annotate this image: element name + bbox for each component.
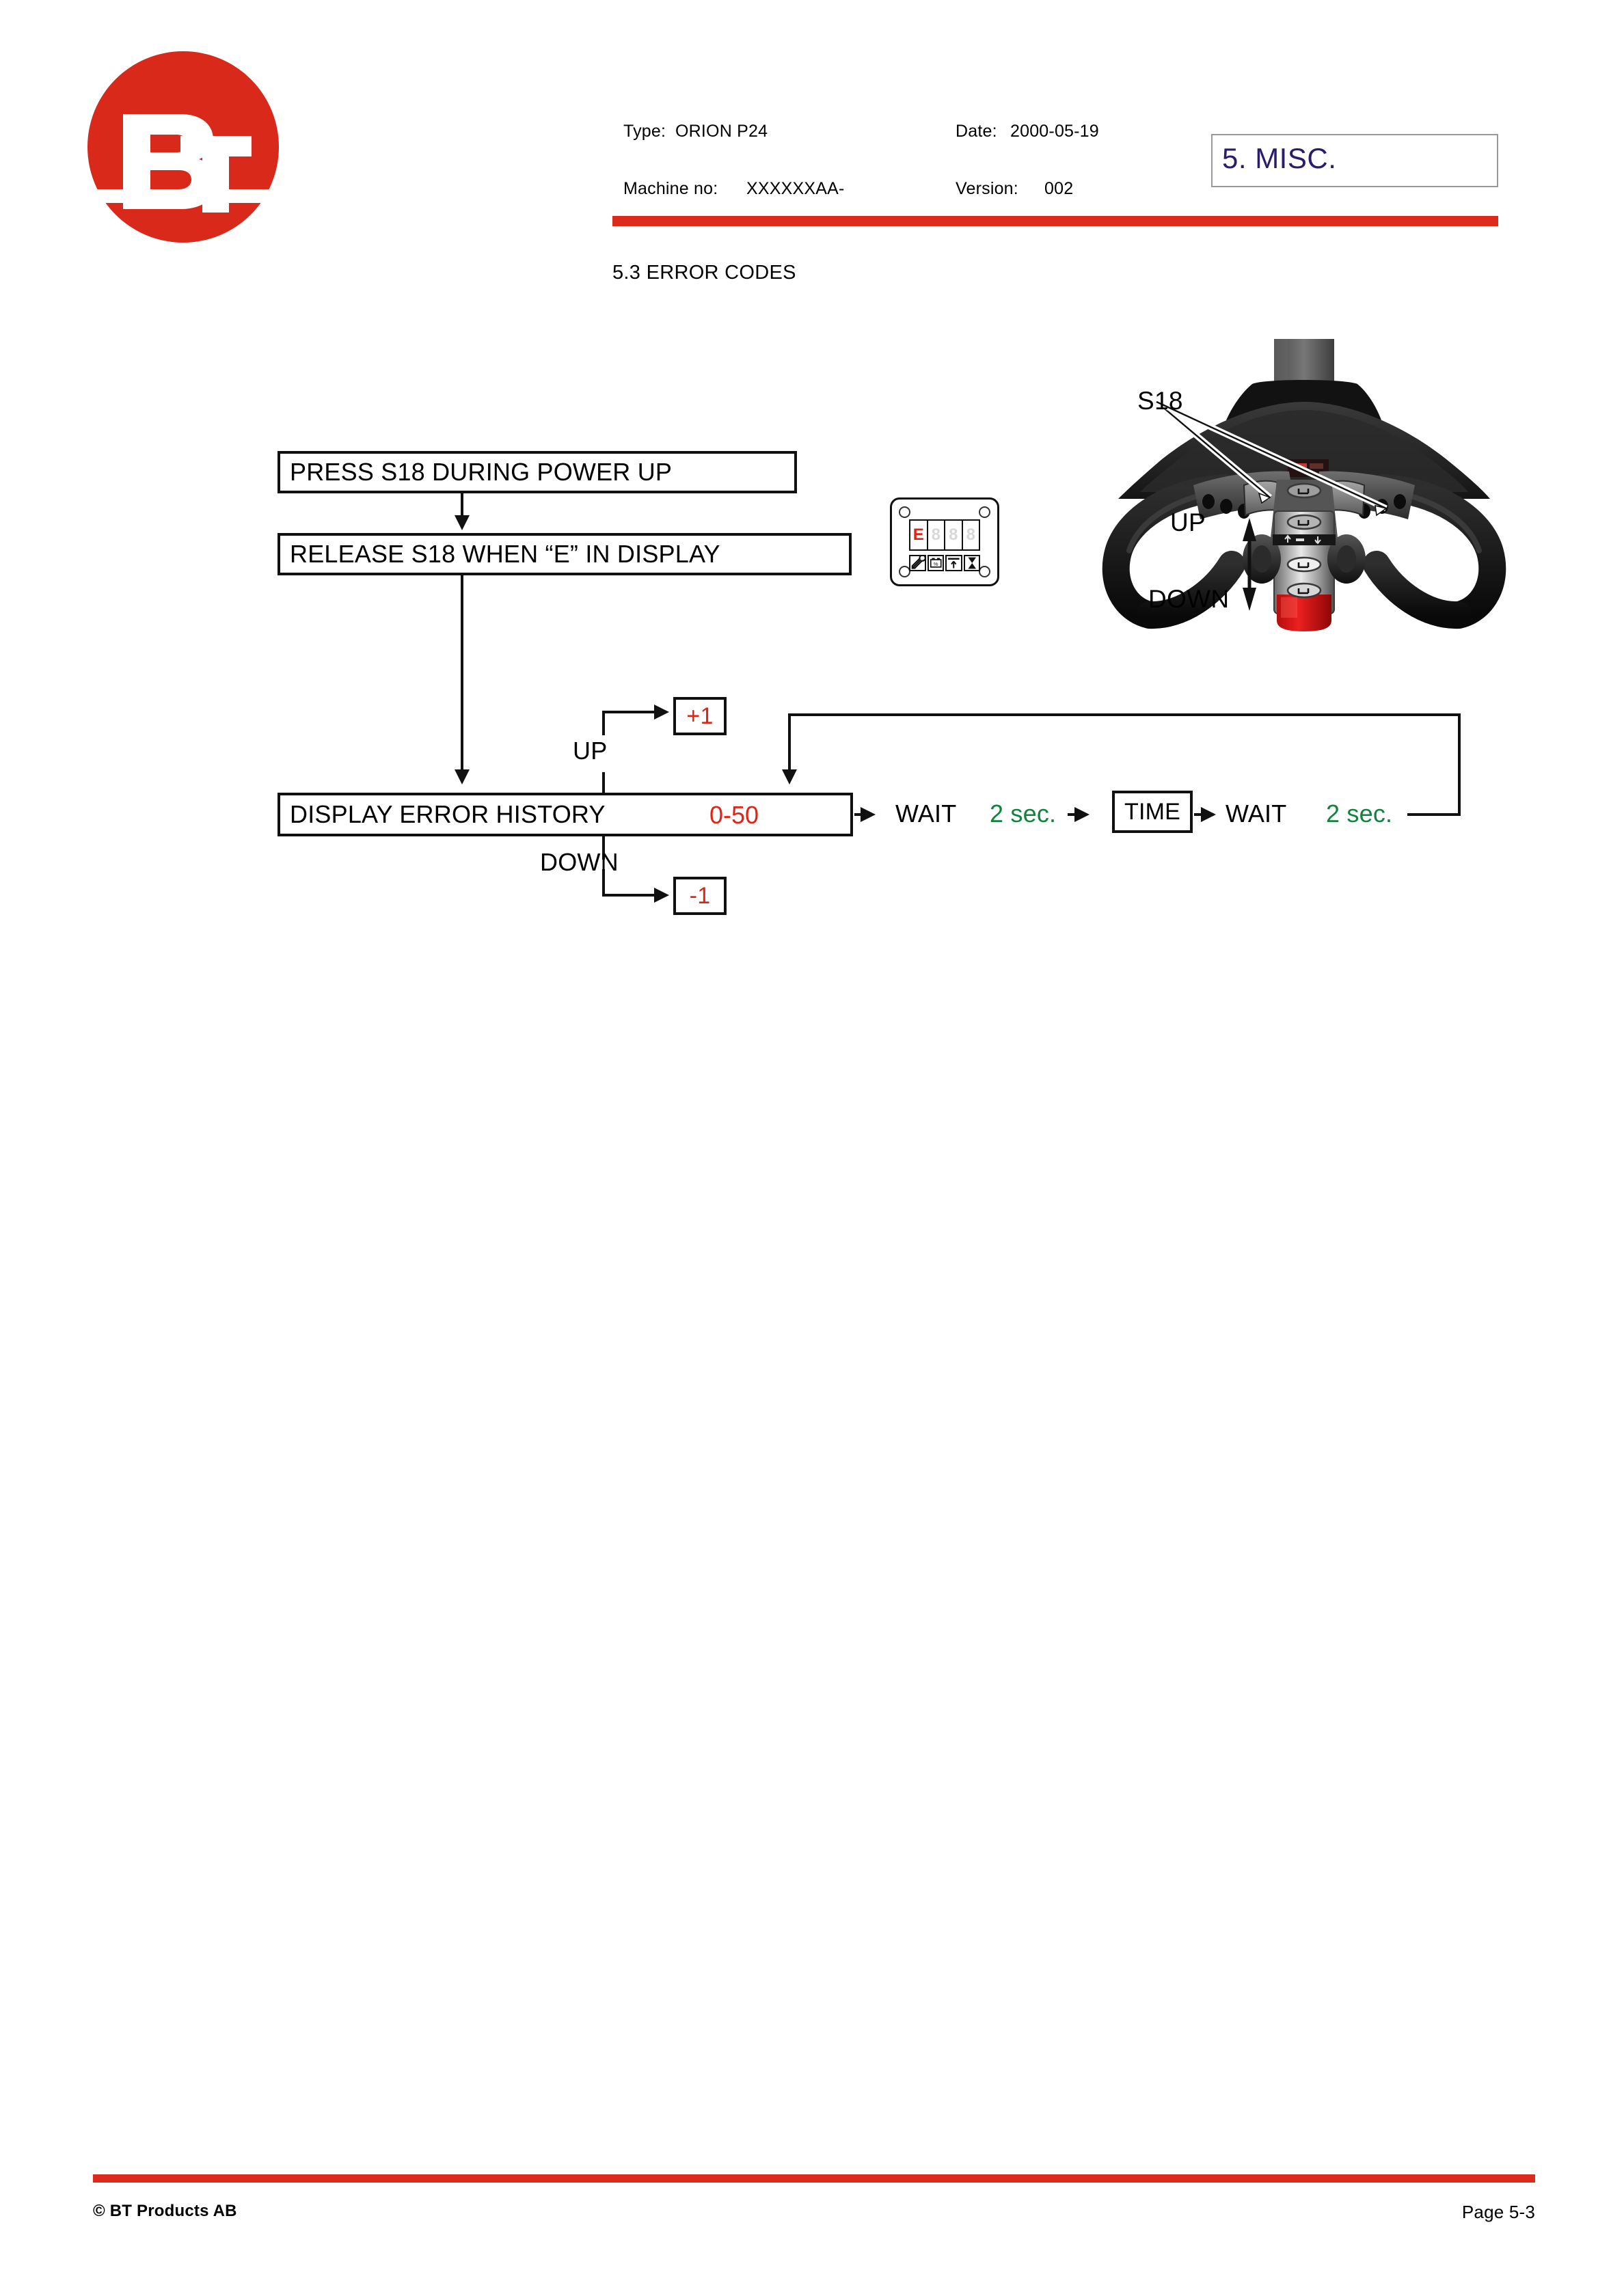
connector-press-to-release-arrowhead	[455, 515, 470, 530]
loop-return-vertical	[788, 713, 791, 772]
loop-return-right-vertical	[1458, 713, 1461, 816]
decrement-box-label: -1	[689, 882, 711, 909]
down-branch-arrowhead	[654, 888, 669, 903]
up-down-arrow-icon	[1243, 518, 1256, 611]
up-branch-horizontal	[602, 711, 657, 713]
loop-return-tail	[1407, 813, 1461, 816]
arrow-wait1-to-time	[1074, 807, 1090, 822]
up-branch-stub-lower	[602, 772, 605, 794]
panel-digit-row: E 8 8 8	[909, 519, 980, 551]
svg-text:%: %	[933, 561, 938, 567]
flow-step-display-error-history-label: DISPLAY ERROR HISTORY	[290, 800, 606, 828]
panel-screw-icon	[979, 566, 990, 577]
down-branch-stub-lower	[602, 869, 605, 897]
wait-1-label: WAIT	[895, 800, 957, 828]
arrow-time-to-wait2-shaft	[1194, 813, 1204, 816]
tiller-head-illustration	[1091, 339, 1517, 633]
time-box: TIME	[1112, 791, 1193, 833]
wait-1-duration: 2 sec.	[990, 800, 1057, 828]
increment-box-label: +1	[686, 702, 714, 729]
hourglass-icon	[963, 555, 980, 571]
display-panel-graphic: E 8 8 8 %	[890, 497, 999, 586]
arrow-time-to-wait2	[1201, 807, 1216, 822]
flow-step-release-s18-label: RELEASE S18 WHEN “E” IN DISPLAY	[290, 540, 720, 568]
version-value: 002	[1044, 179, 1074, 198]
panel-digit-4: 8	[966, 525, 975, 544]
panel-digit-3: 8	[945, 521, 963, 549]
flow-step-press-s18-label: PRESS S18 DURING POWER UP	[290, 458, 673, 486]
connector-release-to-history	[461, 575, 463, 772]
flow-step-display-error-history: DISPLAY ERROR HISTORY	[278, 793, 853, 836]
machine-no-value: XXXXXXAA-	[746, 179, 845, 198]
down-branch-stub-upper	[602, 836, 605, 860]
tiller-down-label: DOWN	[1148, 585, 1230, 613]
arrow-history-to-wait1-shaft	[854, 813, 864, 816]
section-title: 5. MISC.	[1222, 142, 1337, 174]
loop-return-arrowhead	[782, 769, 797, 784]
panel-screw-icon	[899, 566, 910, 577]
arrow-wait1-to-time-shaft	[1068, 813, 1077, 816]
s18-callout-label: S18	[1137, 387, 1183, 415]
bt-logo	[87, 51, 279, 243]
subsection-heading: 5.3 ERROR CODES	[612, 262, 796, 284]
connector-release-to-history-arrowhead	[455, 769, 470, 784]
type-value: ORION P24	[675, 122, 768, 141]
footer-rule	[93, 2174, 1535, 2183]
flow-step-release-s18: RELEASE S18 WHEN “E” IN DISPLAY	[278, 533, 852, 575]
panel-digit-1: E	[910, 521, 928, 549]
up-branch-arrowhead	[654, 705, 669, 720]
logo-underbar	[97, 189, 269, 203]
up-branch-label: UP	[573, 737, 608, 765]
footer-page-number: Page 5-3	[1461, 2202, 1535, 2222]
wrench-icon	[909, 555, 926, 571]
lift-arrow-icon	[945, 555, 962, 571]
error-history-range: 0-50	[709, 801, 759, 829]
down-branch-label: DOWN	[540, 848, 619, 876]
date-value: 2000-05-19	[1010, 122, 1099, 141]
tiller-up-label: UP	[1170, 508, 1206, 536]
loop-return-horizontal	[788, 713, 1461, 716]
panel-screw-icon	[899, 506, 910, 518]
wait-2-label: WAIT	[1226, 800, 1287, 828]
connector-press-to-release	[461, 493, 463, 518]
battery-percent-icon: %	[927, 555, 944, 571]
panel-screw-icon	[979, 506, 990, 518]
wait-2-duration: 2 sec.	[1326, 800, 1393, 828]
version-label: Version:	[956, 179, 1018, 198]
type-label: Type:	[623, 122, 666, 141]
increment-box: +1	[673, 697, 727, 735]
arrow-history-to-wait1	[861, 807, 876, 822]
logo-letters	[87, 51, 279, 243]
machine-no-label: Machine no:	[623, 179, 718, 198]
footer-copyright: © BT Products AB	[93, 2202, 237, 2220]
panel-icon-row: %	[909, 555, 980, 571]
flow-step-press-s18: PRESS S18 DURING POWER UP	[278, 451, 797, 493]
section-title-box: 5. MISC.	[1211, 134, 1498, 187]
down-branch-horizontal	[602, 894, 657, 897]
time-box-label: TIME	[1124, 798, 1180, 825]
panel-digit-2: 8	[928, 521, 945, 549]
date-label: Date:	[956, 122, 997, 141]
up-branch-stub-upper	[602, 711, 605, 735]
decrement-box: -1	[673, 877, 727, 915]
header-rule	[612, 216, 1498, 226]
